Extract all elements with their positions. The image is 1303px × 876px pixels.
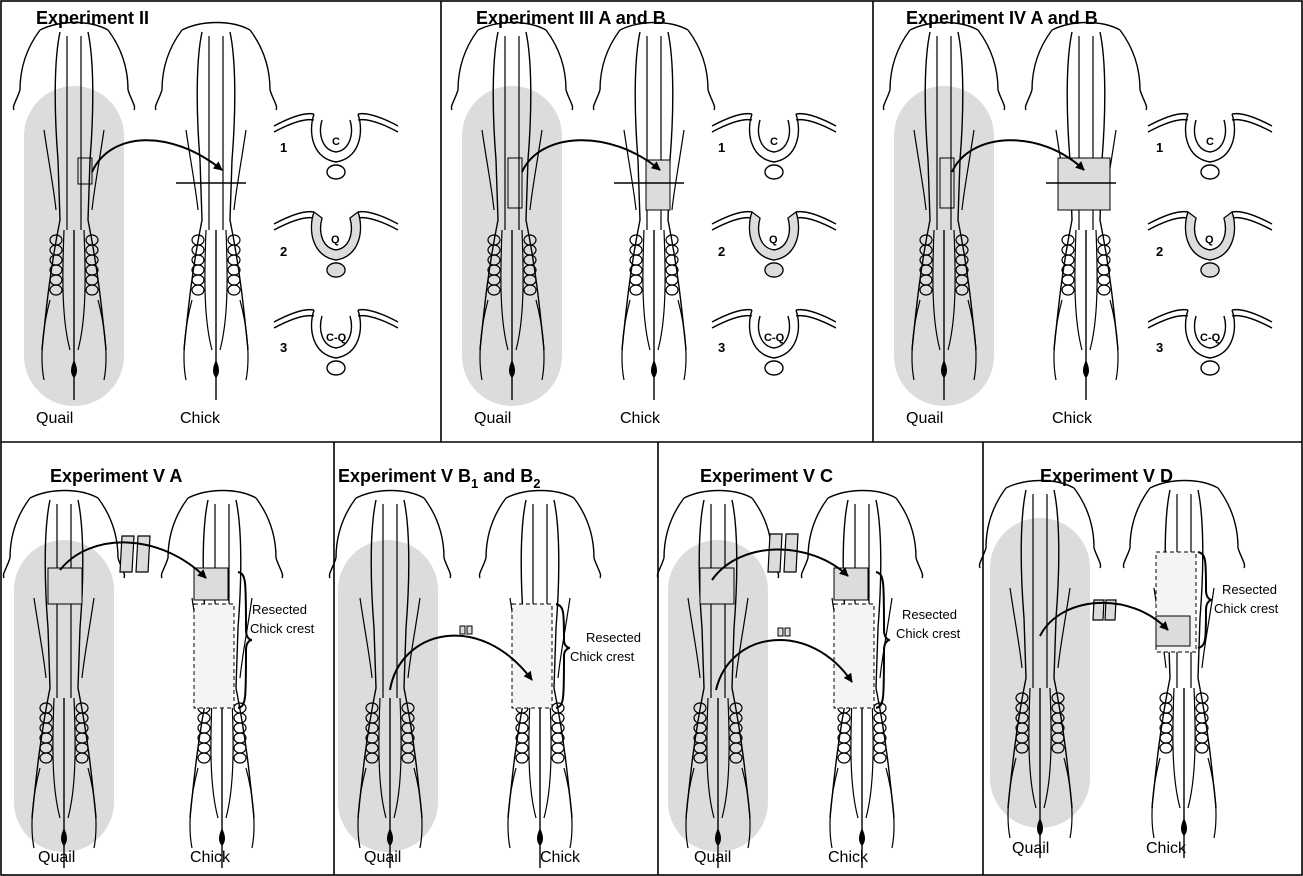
graft-pieces	[768, 534, 798, 572]
resected-region	[194, 604, 234, 708]
section-label: C-Q	[326, 332, 347, 344]
quail-label: Quail	[36, 410, 73, 427]
section-number: 2	[1156, 244, 1163, 259]
quail-notochord	[1201, 263, 1219, 277]
chick-label: Chick	[180, 410, 221, 427]
annotation: Chick crest	[250, 621, 315, 636]
panel-title: Experiment III A and B	[476, 8, 666, 28]
section-number: 1	[718, 140, 725, 155]
panel-experiment-ii: Experiment II Quail Chick 1 C 2 Q 3 C-Q	[13, 8, 398, 427]
quail-graft-region	[48, 568, 82, 604]
resected-region	[834, 604, 874, 708]
annotation: Chick crest	[896, 626, 961, 641]
quail-label: Quail	[364, 849, 401, 866]
chick-embryo	[1123, 481, 1244, 859]
section-label: C	[770, 136, 778, 148]
section-number: 3	[1156, 340, 1163, 355]
annotation: Chick crest	[1214, 601, 1279, 616]
quail-label: Quail	[474, 410, 511, 427]
annotation: Chick crest	[570, 649, 635, 664]
panel-experiment-iii: Experiment III A and B Quail Chick 1 C 2…	[451, 8, 836, 427]
annotation: Resected	[252, 602, 307, 617]
section-label: Q	[331, 234, 340, 246]
section-number: 2	[280, 244, 287, 259]
section-number: 1	[280, 140, 287, 155]
panel-title: Experiment IV A and B	[906, 8, 1098, 28]
panel-experiment-iv: Experiment IV A and B Quail Chick 1 C 2 …	[883, 8, 1272, 427]
resected-brace	[556, 604, 570, 708]
chick-label: Chick	[1052, 410, 1093, 427]
panel-experiment-v-b: Experiment V B1 and B2 Resected Chick cr…	[329, 466, 640, 868]
section-number: 3	[280, 340, 287, 355]
grafted-region	[1156, 616, 1190, 646]
quail-notochord	[327, 263, 345, 277]
panel-experiment-v-a: Experiment V A Resected Chick crest Quai…	[3, 466, 314, 868]
chick-label: Chick	[620, 410, 661, 427]
section-number: 2	[718, 244, 725, 259]
quail-label: Quail	[694, 849, 731, 866]
section-number: 1	[1156, 140, 1163, 155]
grafted-region	[834, 568, 868, 600]
chick-embryo	[593, 23, 714, 401]
section-label: Q	[769, 234, 778, 246]
graft-pieces	[778, 628, 790, 636]
section-label: C-Q	[764, 332, 785, 344]
resected-region	[512, 604, 552, 708]
section-number: 3	[718, 340, 725, 355]
quail-notochord	[765, 263, 783, 277]
section-label: Q	[1205, 234, 1214, 246]
quail-label: Quail	[38, 849, 75, 866]
panel-title: Experiment V C	[700, 466, 833, 486]
annotation: Resected	[902, 607, 957, 622]
graft-pieces	[120, 536, 150, 572]
section-label: C-Q	[1200, 332, 1221, 344]
graft-pieces	[460, 626, 472, 634]
panel-title: Experiment V B1 and B2	[338, 466, 541, 491]
quail-embryo-shading	[338, 540, 438, 852]
annotation: Resected	[586, 630, 641, 645]
chick-embryo	[1025, 23, 1146, 401]
panel-experiment-v-d: Experiment V D Resected Chick crest Quai…	[979, 466, 1278, 858]
panel-experiment-v-c: Experiment V C Resected Chick crest Quai…	[657, 466, 960, 868]
chick-embryo	[155, 23, 276, 401]
chick-label: Chick	[828, 849, 869, 866]
chick-label: Chick	[540, 849, 581, 866]
quail-label: Quail	[1012, 840, 1049, 857]
panel-title: Experiment V A	[50, 466, 182, 486]
quail-label: Quail	[906, 410, 943, 427]
grafted-region	[1058, 158, 1110, 210]
section-label: C	[332, 136, 340, 148]
chick-label: Chick	[1146, 840, 1187, 857]
chick-label: Chick	[190, 849, 231, 866]
section-label: C	[1206, 136, 1214, 148]
annotation: Resected	[1222, 582, 1277, 597]
